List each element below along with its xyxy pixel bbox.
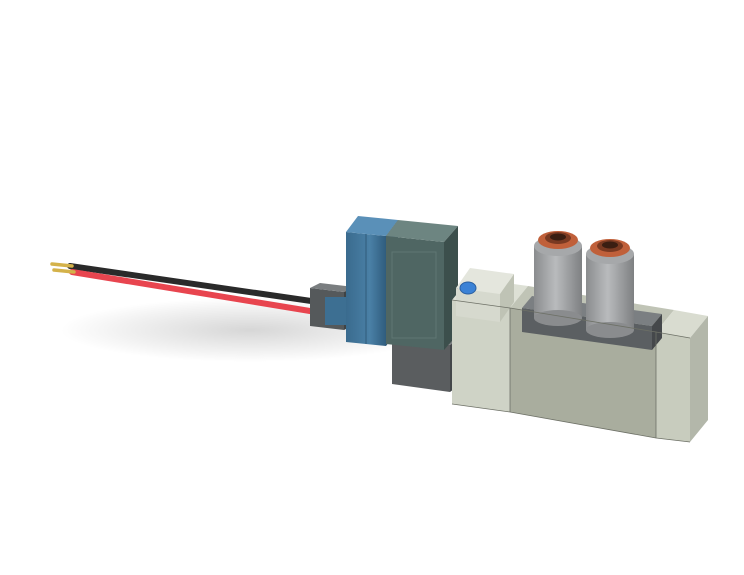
- fitting-right: [586, 239, 634, 338]
- coil-housing: [386, 220, 458, 350]
- body-edges: [451, 299, 691, 443]
- lead-wires: [50, 262, 321, 315]
- wire-tip-black: [50, 262, 74, 268]
- wire-black: [67, 263, 321, 305]
- indicator-light: [459, 281, 477, 295]
- wire-tip-red: [52, 268, 76, 274]
- wire-red: [69, 269, 319, 315]
- fitting-left: [534, 231, 582, 326]
